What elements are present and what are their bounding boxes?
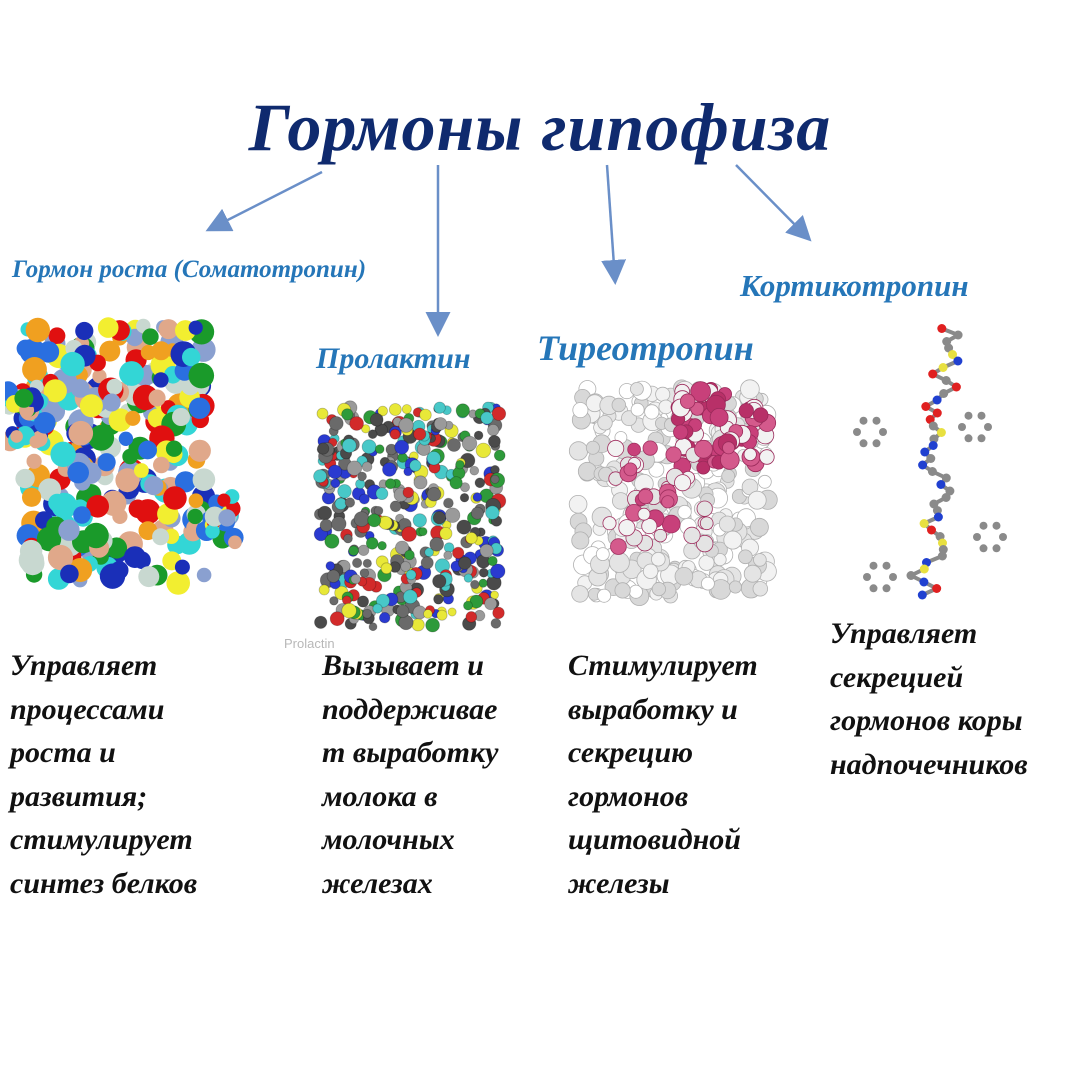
description-prolactin: Вызывает и поддерживае т выработку молок… xyxy=(322,649,499,900)
prolactin-image-caption: Prolactin xyxy=(284,636,335,651)
hormone-name-corticotropin: Кортикотропин xyxy=(740,268,969,303)
hormone-name-prolactin: Пролактин xyxy=(316,342,471,375)
arrow-to-corticotropin xyxy=(735,164,812,242)
hormone-name-thyrotropin: Тиреотропин xyxy=(537,328,754,368)
description-corticotropin: Управляет секрецией гормонов коры надпоч… xyxy=(830,617,1028,781)
thyrotropin-protein-model-icon xyxy=(568,379,778,607)
corticotropin-molecule-model-icon xyxy=(853,324,1007,600)
arrow-to-growth-hormone xyxy=(205,170,323,232)
description-thyrotropin: Стимулирует выработку и секрецию гормоно… xyxy=(568,649,758,900)
growth-hormone-protein-model-icon xyxy=(5,317,244,595)
hormone-name-growth-hormone: Гормон роста (Соматотропин) xyxy=(12,256,367,283)
description-growth-hormone: Управляет процессами роста и развития; с… xyxy=(10,649,198,900)
prolactin-protein-model-icon xyxy=(313,400,507,633)
arrow-to-thyrotropin xyxy=(601,164,627,285)
diagram-title: Гормоны гипофиза xyxy=(248,89,832,165)
